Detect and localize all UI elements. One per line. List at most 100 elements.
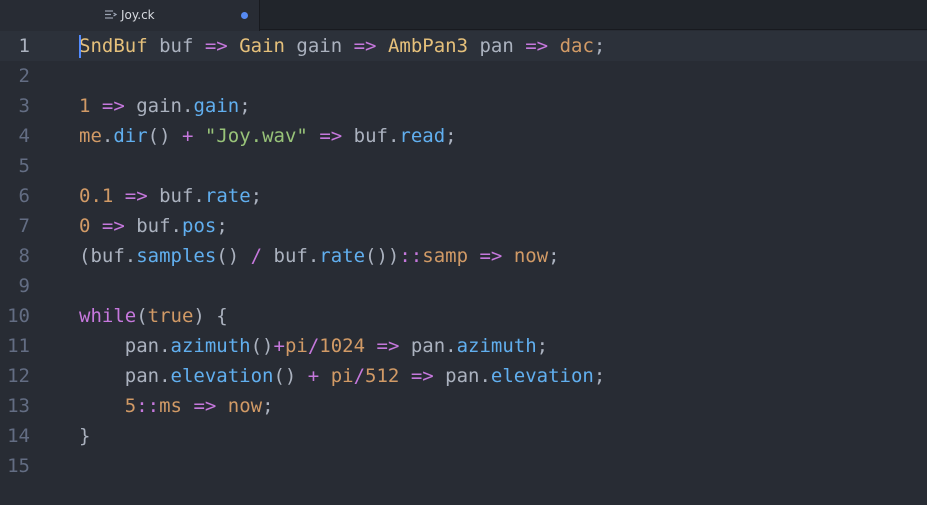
line-code[interactable]: me.dir() + "Joy.wav" => buf.read;	[79, 121, 457, 151]
code-token: "Joy.wav"	[204, 125, 308, 147]
code-token: =>	[410, 365, 434, 387]
code-token: now	[227, 395, 263, 417]
code-token: 1	[79, 95, 91, 117]
code-line[interactable]: 9	[0, 271, 927, 301]
code-token: 512	[365, 365, 400, 387]
code-token: =>	[124, 185, 148, 207]
line-number[interactable]: 3	[18, 95, 30, 117]
code-token: ()	[250, 335, 274, 357]
code-line[interactable]: 11 pan.azimuth()+pi/1024 => pan.azimuth;	[0, 331, 927, 361]
code-token: gain	[284, 35, 354, 57]
code-token	[182, 395, 193, 417]
line-number[interactable]: 2	[18, 65, 30, 87]
code-token: 0.1	[79, 185, 114, 207]
code-token: rate	[204, 185, 251, 207]
code-line[interactable]: 5	[0, 151, 927, 181]
code-token: pan.	[79, 335, 171, 357]
code-token: =>	[525, 35, 549, 57]
line-number[interactable]: 9	[18, 275, 30, 297]
line-code[interactable]: while(true) {	[79, 301, 228, 331]
line-code[interactable]: SndBuf buf => Gain gain => AmbPan3 pan =…	[79, 31, 605, 61]
code-token: me	[79, 125, 102, 147]
code-token: ) {	[193, 305, 228, 327]
code-token: Gain	[239, 35, 285, 57]
code-token: true	[147, 305, 194, 327]
line-code[interactable]: pan.elevation() + pi/512 => pan.elevatio…	[79, 361, 606, 391]
code-line[interactable]: 8(buf.samples() / buf.rate())::samp => n…	[0, 241, 927, 271]
code-token: buf.	[342, 125, 400, 147]
code-token: buf	[147, 35, 205, 57]
line-code[interactable]: (buf.samples() / buf.rate())::samp => no…	[79, 241, 560, 271]
code-token: pan.	[399, 335, 457, 357]
line-code[interactable]: pan.azimuth()+pi/1024 => pan.azimuth;	[79, 331, 548, 361]
code-line[interactable]: 3 1 => gain.gain;	[0, 91, 927, 121]
line-number[interactable]: 6	[18, 185, 30, 207]
code-token: ;	[593, 35, 606, 57]
line-number[interactable]: 11	[7, 335, 30, 357]
code-token: 5	[124, 395, 137, 417]
line-code[interactable]: }	[79, 421, 90, 451]
code-token	[399, 365, 410, 387]
line-number[interactable]: 8	[18, 245, 30, 267]
code-token: AmbPan3	[387, 35, 469, 57]
code-token	[376, 35, 387, 57]
code-line[interactable]: 13 5::ms => now;	[0, 391, 927, 421]
code-token: pi	[284, 335, 308, 357]
code-line[interactable]: 7 0 => buf.pos;	[0, 211, 927, 241]
code-token: pan	[468, 35, 526, 57]
code-token: now	[513, 245, 549, 267]
line-code[interactable]: 1 => gain.gain;	[79, 91, 251, 121]
code-token: (buf.	[79, 245, 137, 267]
line-number[interactable]: 15	[7, 455, 30, 477]
code-line[interactable]: 6 0.1 => buf.rate;	[0, 181, 927, 211]
line-number[interactable]: 5	[18, 155, 30, 177]
line-number[interactable]: 10	[7, 305, 30, 327]
code-token: ::	[136, 395, 160, 417]
code-token	[90, 215, 101, 237]
line-code[interactable]: 0 => buf.pos;	[79, 211, 228, 241]
code-token	[90, 95, 101, 117]
text-cursor	[79, 35, 81, 58]
code-token: elevation	[490, 365, 594, 387]
code-token: ;	[239, 95, 251, 117]
code-token: =>	[479, 245, 503, 267]
tab-joy-ck[interactable]: Joy.ck	[0, 0, 260, 31]
code-token: while	[79, 305, 137, 327]
code-line[interactable]: 14}	[0, 421, 927, 451]
code-token	[216, 395, 227, 417]
code-token: pan.	[433, 365, 491, 387]
code-line[interactable]: 2	[0, 61, 927, 91]
code-token: =>	[101, 95, 125, 117]
line-number[interactable]: 4	[18, 125, 30, 147]
line-number[interactable]: 14	[7, 425, 30, 447]
code-token: ;	[548, 245, 560, 267]
code-token: buf.	[124, 215, 182, 237]
code-token: =>	[101, 215, 125, 237]
code-token: gain	[193, 95, 240, 117]
code-token: +	[273, 335, 285, 357]
code-token: +	[182, 125, 194, 147]
code-line[interactable]: 10 while(true) {	[0, 301, 927, 331]
code-token	[365, 335, 376, 357]
line-number[interactable]: 12	[7, 365, 30, 387]
line-code[interactable]: 0.1 => buf.rate;	[79, 181, 262, 211]
line-number[interactable]: 13	[7, 395, 30, 417]
code-token: ::	[399, 245, 423, 267]
code-token	[308, 125, 319, 147]
code-token: gain.	[124, 95, 194, 117]
code-line[interactable]: 15	[0, 451, 927, 481]
code-editor[interactable]: 1 SndBuf buf => Gain gain => AmbPan3 pan …	[0, 31, 927, 505]
code-line[interactable]: 1 SndBuf buf => Gain gain => AmbPan3 pan …	[0, 31, 927, 61]
code-token	[228, 35, 239, 57]
code-token: ;	[262, 395, 274, 417]
code-token: samp	[422, 245, 469, 267]
code-line[interactable]: 12 pan.elevation() + pi/512 => pan.eleva…	[0, 361, 927, 391]
line-number[interactable]: 1	[18, 35, 30, 57]
code-token: =>	[319, 125, 343, 147]
code-line[interactable]: 4 me.dir() + "Joy.wav" => buf.read;	[0, 121, 927, 151]
code-token	[468, 245, 479, 267]
line-number[interactable]: 7	[18, 215, 30, 237]
modified-indicator[interactable]	[241, 12, 248, 19]
line-code[interactable]: 5::ms => now;	[79, 391, 274, 421]
